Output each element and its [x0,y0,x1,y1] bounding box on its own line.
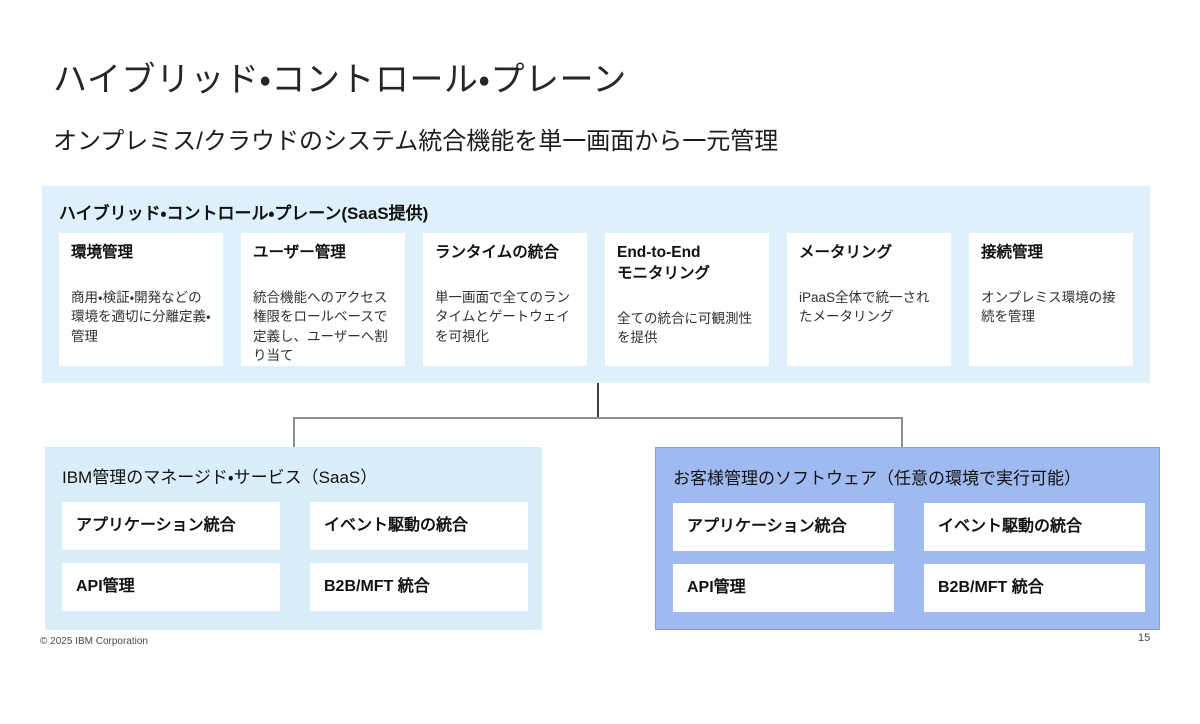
customer-software-box-header: お客様管理のソフトウェア（任意の環境で実行可能） [673,469,1081,488]
capability-card-b2b-mft-integration: B2B/MFT 統合 [924,564,1145,612]
page-title: ハイブリッド・コントロール・プレーン [53,61,627,99]
copyright-text: © 2025 IBM Corporation [40,636,148,647]
managed-services-box-header: IBM管理のマネージド・サービス（SaaS） [62,468,378,487]
feature-card-runtime-integration: ランタイムの統合 単一画面で全てのランタイムとゲートウェイを可視化 [423,233,587,366]
capability-card-application-integration: アプリケーション統合 [62,502,280,550]
feature-card-user-management: ユーザー管理 統合機能へのアクセス権限をロールベースで定義し、ユーザーへ割り当て [241,233,405,366]
feature-card-body: 単一画面で全てのランタイムとゲートウェイを可視化 [435,289,570,344]
managed-services-box: IBM管理のマネージド・サービス（SaaS） アプリケーション統合 イベント駆動… [45,447,542,630]
control-plane-panel-header: ハイブリッド・コントロール・プレーン(SaaS提供) [59,204,429,223]
feature-card-title: ユーザー管理 [253,244,346,261]
connector-lines [0,383,1200,447]
page-number: 15 [1138,632,1151,644]
connector-stem-line [597,383,599,418]
capability-card-b2b-mft-integration: B2B/MFT 統合 [310,563,528,611]
feature-card-body: オンプレミス環境の接続を管理 [981,289,1116,325]
capability-card-event-driven-integration: イベント駆動の統合 [310,502,528,550]
feature-card-title: メータリング [799,244,893,261]
feature-card-body: 全ての統合に可観測性を提供 [617,310,752,346]
capability-card-event-driven-integration: イベント駆動の統合 [924,503,1145,551]
feature-card-title: 接続管理 [981,244,1044,261]
feature-card-metering: メータリング iPaaS全体で統一されたメータリング [787,233,951,366]
feature-card-row: 環境管理 商用・検証・開発などの環境を適切に分離定義・管理 ユーザー管理 統合機… [59,233,1133,366]
feature-card-body: iPaaS全体で統一されたメータリング [799,289,930,325]
customer-software-grid: アプリケーション統合 イベント駆動の統合 API管理 B2B/MFT 統合 [673,503,1145,612]
feature-card-title: 環境管理 [71,244,134,261]
feature-card-connection-management: 接続管理 オンプレミス環境の接続を管理 [969,233,1133,366]
feature-card-environment: 環境管理 商用・検証・開発などの環境を適切に分離定義・管理 [59,233,223,366]
customer-software-box: お客様管理のソフトウェア（任意の環境で実行可能） アプリケーション統合 イベント… [655,447,1160,630]
connector-left-drop-line [293,417,295,447]
connector-right-drop-line [901,417,903,447]
feature-card-body: 統合機能へのアクセス権限をロールベースで定義し、ユーザーへ割り当て [253,289,388,364]
capability-card-api-management: API管理 [673,564,894,612]
control-plane-panel: ハイブリッド・コントロール・プレーン(SaaS提供) 環境管理 商用・検証・開発… [42,186,1150,383]
capability-card-application-integration: アプリケーション統合 [673,503,894,551]
feature-card-body: 商用・検証・開発などの環境を適切に分離定義・管理 [71,289,211,344]
managed-services-grid: アプリケーション統合 イベント駆動の統合 API管理 B2B/MFT 統合 [62,502,528,611]
feature-card-title: ランタイムの統合 [435,244,559,261]
capability-card-api-management: API管理 [62,563,280,611]
feature-card-title: End-to-End モニタリング [617,244,711,282]
feature-card-end-to-end-monitoring: End-to-End モニタリング 全ての統合に可観測性を提供 [605,233,769,366]
connector-horizontal-line [293,417,903,419]
page-subtitle: オンプレミス/クラウドのシステム統合機能を単一画面から一元管理 [53,128,779,155]
